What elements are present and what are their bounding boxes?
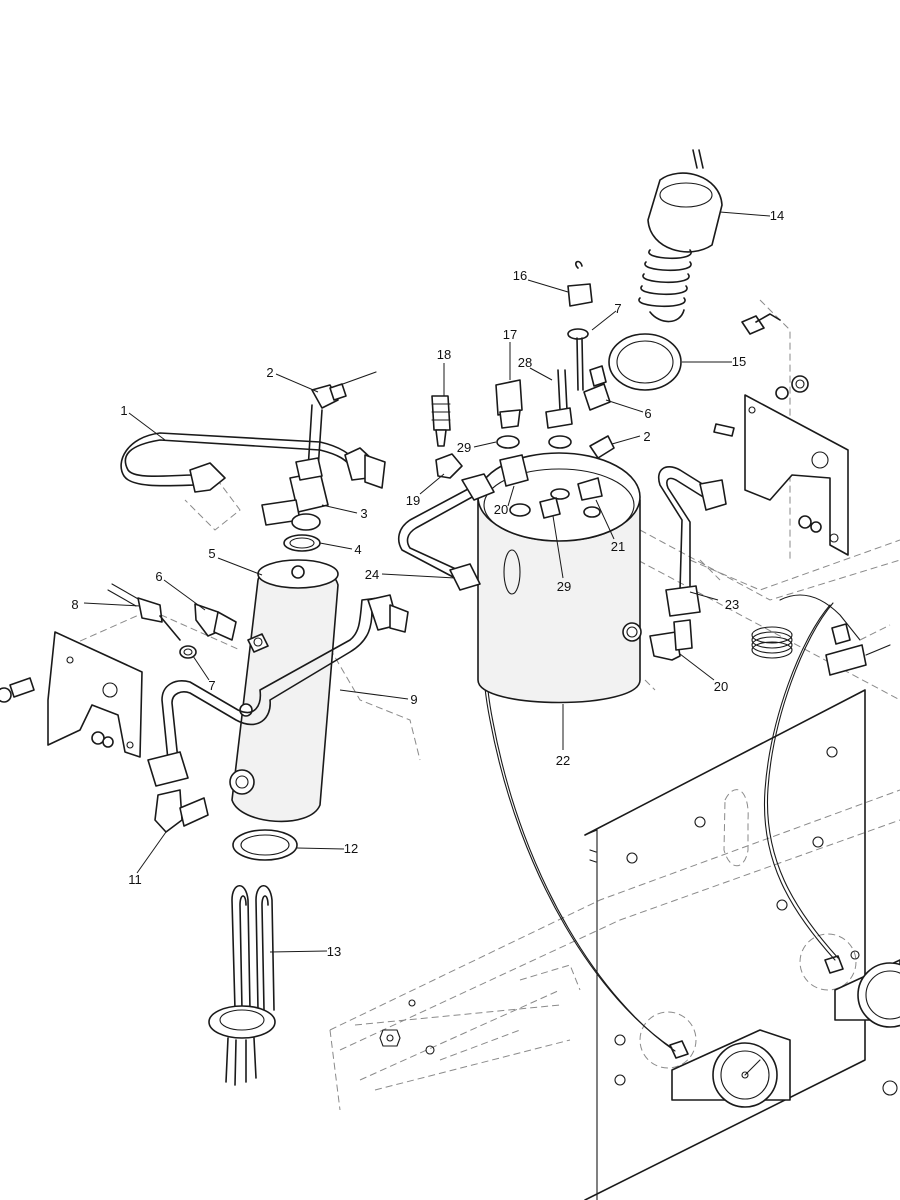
- side-panel: [584, 689, 866, 1200]
- callout-23: 23: [725, 597, 739, 612]
- pipe-1: [120, 432, 386, 493]
- pipe-24: [397, 473, 495, 591]
- heating-element-13: [208, 884, 276, 1086]
- callout-5: 5: [208, 546, 215, 561]
- fitting-6-left: [194, 603, 237, 641]
- callout-24: 24: [365, 567, 379, 582]
- leader-lines: [83, 211, 771, 953]
- gasket-4: [283, 534, 321, 552]
- callout-18: 18: [437, 347, 451, 362]
- large-boiler: [477, 452, 642, 704]
- callout-7-left: 7: [208, 678, 215, 693]
- pressure-gauge-rear: [799, 933, 900, 1096]
- callout-11: 11: [128, 872, 142, 887]
- left-mounting-bracket: [0, 631, 143, 758]
- callout-9: 9: [410, 692, 417, 707]
- pipe-9: [147, 594, 409, 787]
- gasket-15: [608, 333, 682, 391]
- callout-19: 19: [406, 493, 420, 508]
- callout-6-left: 6: [155, 569, 162, 584]
- pipe-23: [658, 466, 727, 617]
- washer-7-left: [179, 645, 197, 659]
- callout-29-top: 29: [457, 440, 471, 455]
- callout-14: 14: [770, 208, 784, 223]
- small-boiler: [229, 559, 339, 823]
- callout-21: 21: [611, 539, 625, 554]
- callout-7-right: 7: [614, 301, 621, 316]
- gasket-4-inner: [289, 537, 315, 549]
- right-mounting-bracket: [713, 313, 849, 556]
- callout-20-top: 20: [494, 502, 508, 517]
- callout-13: 13: [327, 944, 341, 959]
- heating-element-14: [638, 149, 723, 323]
- probe-8: [107, 583, 181, 641]
- callout-2-right: 2: [643, 429, 650, 444]
- callout-4: 4: [354, 542, 361, 557]
- callout-22: 22: [556, 753, 570, 768]
- machine-frame: [59, 299, 900, 1111]
- callout-labels: 1 2 2 3 4 5 6 6 7 7 8 9 11 12 13 14 15 1…: [71, 208, 784, 959]
- top-fittings: [431, 260, 615, 519]
- callout-8: 8: [71, 597, 78, 612]
- callout-12: 12: [344, 841, 358, 856]
- callout-15: 15: [732, 354, 746, 369]
- callout-1: 1: [120, 403, 127, 418]
- callout-20-right: 20: [714, 679, 728, 694]
- t-fitting-3: [261, 457, 329, 531]
- base-frame: [354, 999, 571, 1091]
- callout-28: 28: [518, 355, 532, 370]
- elbow-fitting-11: [154, 789, 209, 833]
- callout-2-left: 2: [266, 365, 273, 380]
- callout-29-bottom: 29: [557, 579, 571, 594]
- callout-3: 3: [360, 506, 367, 521]
- callout-17: 17: [503, 327, 517, 342]
- pressure-gauge-front: [639, 1011, 791, 1108]
- elbow-fitting-20: [649, 619, 693, 661]
- gasket-12: [232, 829, 298, 861]
- callout-16: 16: [513, 268, 527, 283]
- callout-6-right: 6: [644, 406, 651, 421]
